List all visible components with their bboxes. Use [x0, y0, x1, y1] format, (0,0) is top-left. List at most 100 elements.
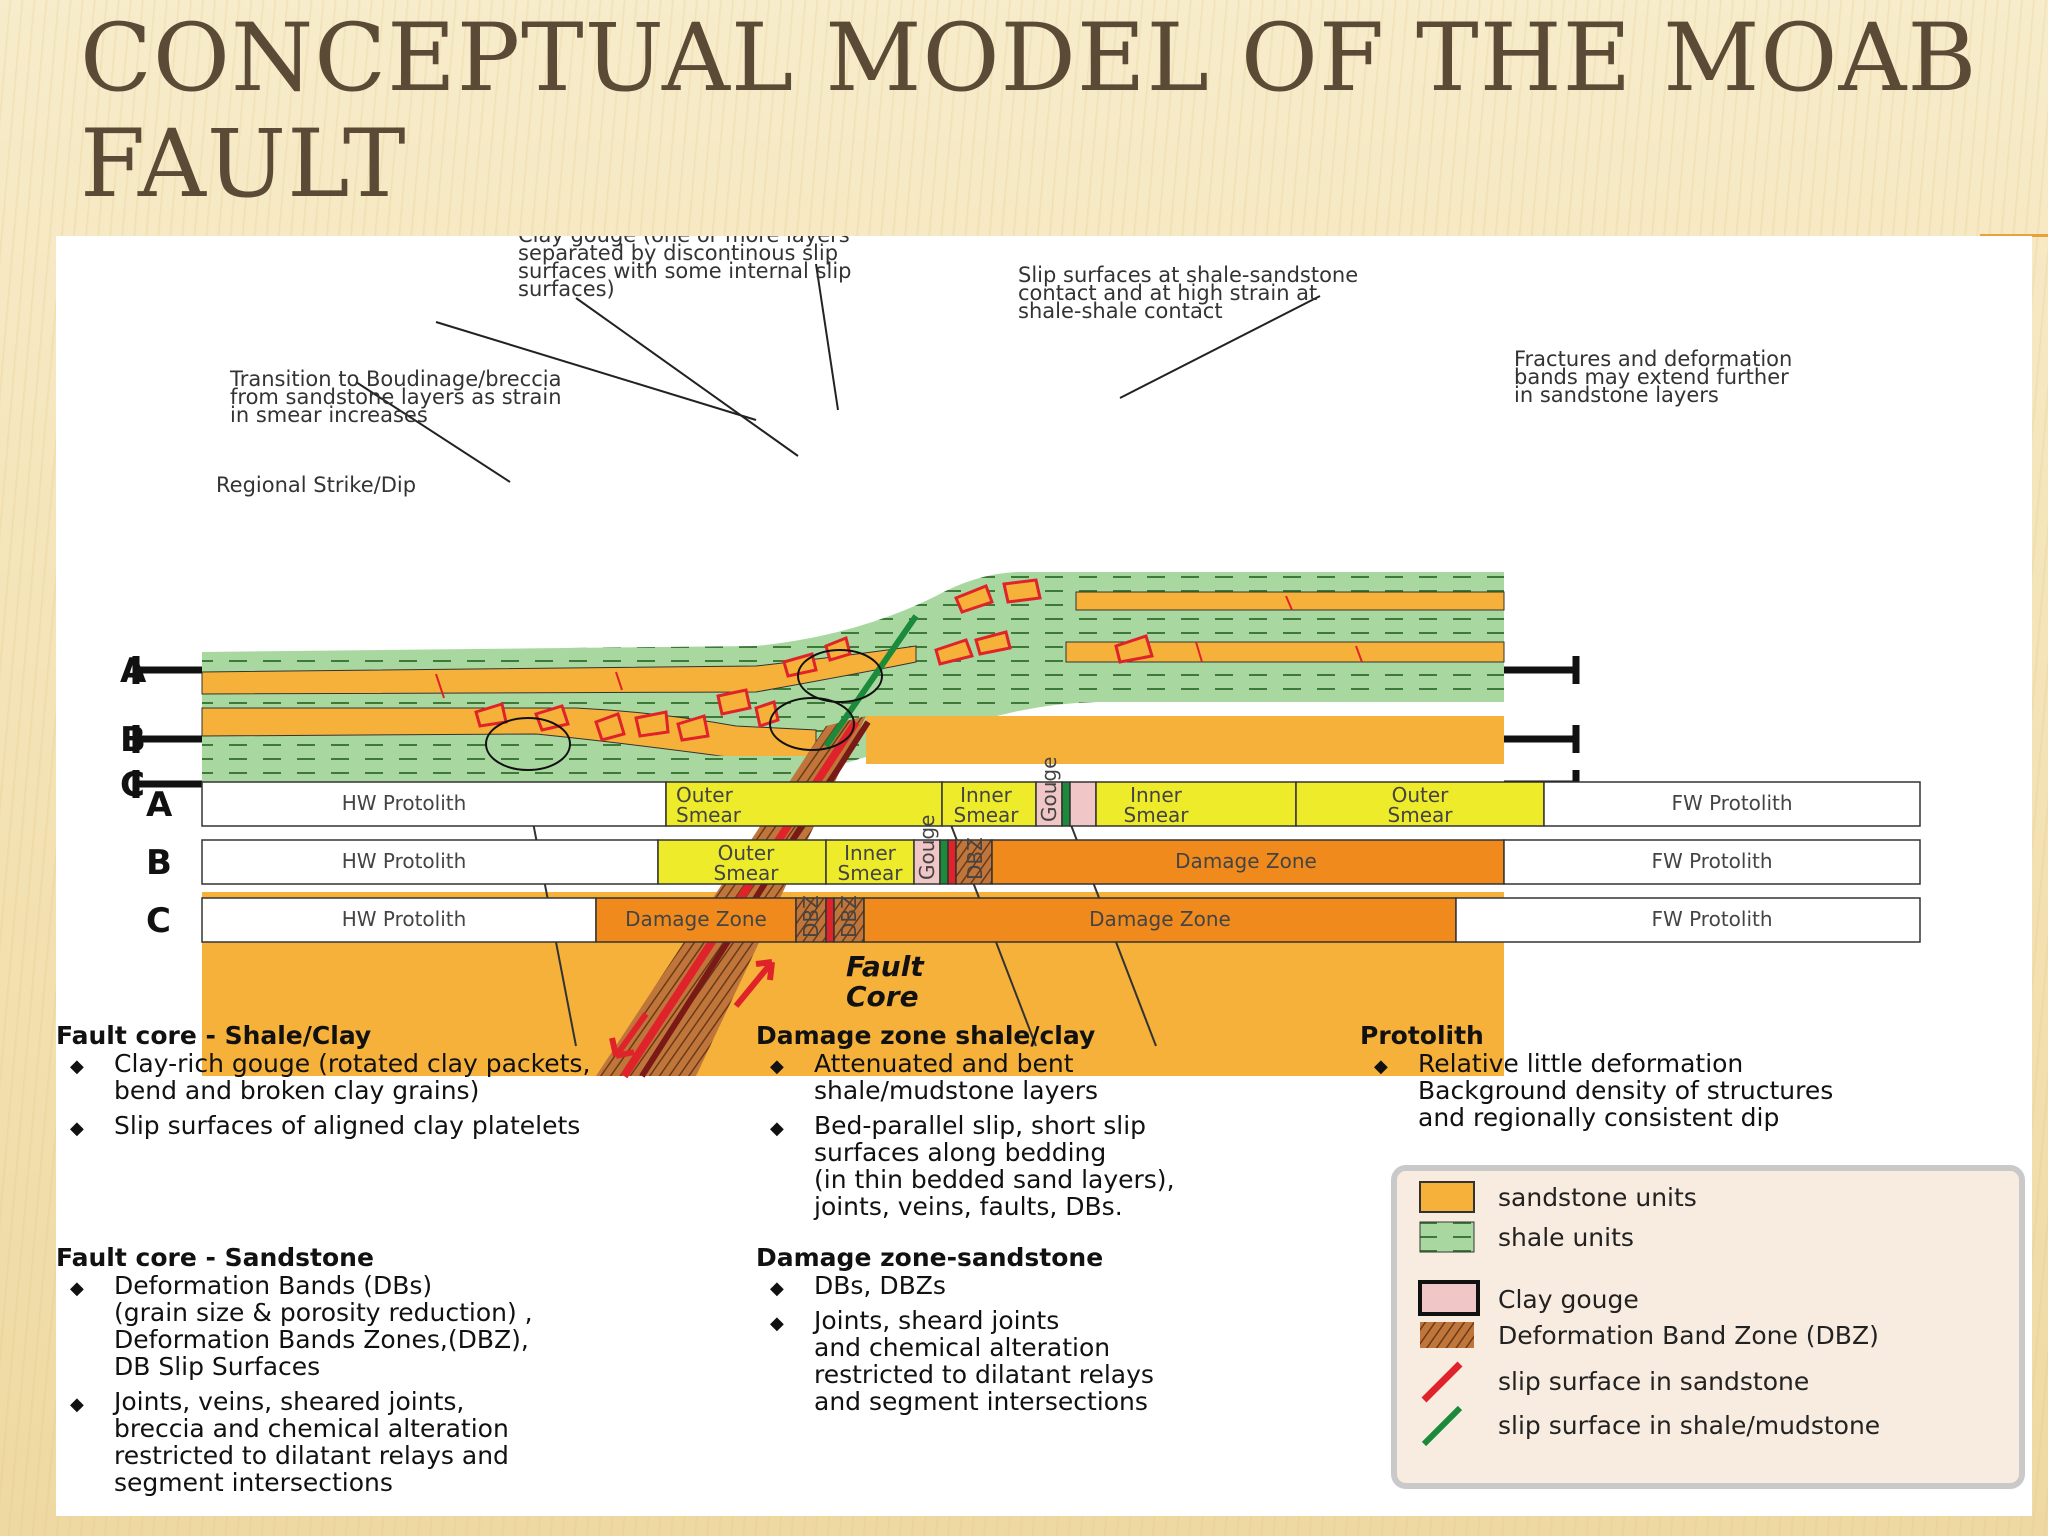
accent-line	[1980, 234, 2048, 237]
ann-slip-line-2: contact and at high strain at	[1018, 281, 1317, 305]
section-fault-core-sandstone: Fault core - Sandstone◆Deformation Bands…	[56, 1243, 533, 1497]
section-protolith-bullet-line: Background density of structures	[1418, 1076, 1833, 1105]
ann-frac-line-2: bands may extend further	[1514, 365, 1789, 389]
legend-swatch-dbz	[1420, 1322, 1474, 1348]
legend-swatch-shale	[1419, 1221, 1475, 1253]
bar-row-label-a: A	[146, 785, 173, 825]
bar-a-outer-1	[665, 781, 943, 827]
annotation-regional: Regional Strike/Dip	[216, 473, 416, 497]
circle-clay-gouge	[769, 697, 855, 751]
bullet-icon: ◆	[70, 1118, 84, 1139]
bar-a-fw	[1543, 781, 1921, 827]
slip-arrow-down	[609, 1012, 649, 1059]
legend-swatch-slip-shale	[1421, 1405, 1463, 1447]
leader-lines	[355, 263, 1321, 483]
bullet-icon: ◆	[770, 1313, 784, 1334]
bar-b-slip	[939, 839, 949, 885]
bar-a-outer1-l1: Outer	[676, 783, 734, 807]
section-fault-core-sandstone-bullet-line: Deformation Bands (DBs)	[114, 1271, 432, 1300]
row-label-b: B	[120, 720, 146, 760]
slip-arrow-up	[733, 959, 775, 1008]
annotation-fractures: Fractures and deformation bands may exte…	[1514, 347, 1792, 407]
bar-c-fw	[1455, 897, 1921, 943]
annotation-clay-gouge: Clay gouge (one or more layers separated…	[518, 236, 852, 301]
ann-trans-line-3: in smear increases	[230, 403, 428, 427]
bar-b-fw-label: FW Protolith	[1651, 849, 1772, 873]
section-fault-core-shale-bullet-line: Clay-rich gouge (rotated clay packets,	[114, 1049, 590, 1078]
bar-c-dbz1-label: DBZ	[799, 895, 823, 938]
ann-trans-line-2: from sandstone layers as strain	[230, 385, 562, 409]
ann-clay-line-3: surfaces with some internal slip	[518, 259, 852, 283]
section-fault-core-shale: Fault core - Shale/Clay◆Clay-rich gouge …	[56, 1021, 590, 1140]
bar-b-outer	[657, 839, 827, 885]
bar-a-outer-2	[1295, 781, 1545, 827]
bullet-icon: ◆	[770, 1278, 784, 1299]
bullet-icon: ◆	[770, 1056, 784, 1077]
legend-label: slip surface in shale/mudstone	[1498, 1411, 1880, 1440]
bar-c-fw-label: FW Protolith	[1651, 907, 1772, 931]
annotation-transition: Transition to Boudinage/breccia from san…	[229, 367, 562, 427]
section-fault-core-sandstone-bullet-line: breccia and chemical alteration	[114, 1414, 509, 1443]
bar-a-inner1-l1: Inner	[960, 783, 1013, 807]
shale-layer-b	[202, 746, 816, 786]
section-damage-zone-sandstone-bullet-line: DBs, DBZs	[814, 1271, 946, 1300]
slip-surface-shale	[823, 614, 919, 748]
bullet-icon: ◆	[70, 1056, 84, 1077]
section-protolith-bullet-line: and regionally consistent dip	[1418, 1103, 1779, 1132]
breccia-blocks	[474, 578, 1154, 742]
row-label-a: A	[120, 651, 147, 691]
bar-b-damage-label: Damage Zone	[1175, 849, 1317, 873]
legend-label: sandstone units	[1498, 1183, 1697, 1212]
bullet-icon: ◆	[770, 1118, 784, 1139]
annotation-slip-surfaces: Slip surfaces at shale-sandstone contact…	[1018, 263, 1358, 323]
sandstone-layer-upper-right	[1075, 591, 1505, 611]
bar-a-inner-1	[941, 781, 1037, 827]
section-damage-zone-sandstone-heading: Damage zone-sandstone	[756, 1243, 1103, 1272]
section-damage-zone-sandstone-bullet-line: and chemical alteration	[814, 1333, 1110, 1362]
fault-diagram: A B C Clay gouge (one or more layers sep…	[56, 236, 2025, 1497]
bar-c-damage2-label: Damage Zone	[1089, 907, 1231, 931]
section-fault-core-sandstone-bullet-line: restricted to dilatant relays and	[114, 1441, 509, 1470]
bar-a-gouge-1	[1035, 781, 1063, 827]
bar-row-label-b: B	[146, 843, 172, 883]
ann-trans-line-1: Transition to Boudinage/breccia	[229, 367, 561, 391]
legend-swatch-gouge	[1418, 1280, 1480, 1316]
section-damage-zone-shale: Damage zone shale/clay ◆ Attenuated and be…	[756, 1021, 1175, 1221]
section-damage-zone-sandstone-bullet-line: restricted to dilatant relays	[814, 1360, 1154, 1389]
footwall-sandstone	[866, 716, 1504, 764]
bar-b-fw	[1503, 839, 1921, 885]
ann-slip-line-1: Slip surfaces at shale-sandstone	[1018, 263, 1358, 287]
bullet-icon: ◆	[1374, 1056, 1388, 1077]
section-fault-core-sandstone-bullet-line: (grain size & porosity reduction) ,	[114, 1298, 533, 1327]
bar-c-slip	[825, 897, 835, 943]
section-damage-zone-shale-bullet-line: Attenuated and bent	[814, 1049, 1074, 1078]
section-fault-core-sandstone-bullet-line: Joints, veins, sheared joints,	[112, 1387, 464, 1416]
ann-frac-line-1: Fractures and deformation	[1514, 347, 1792, 371]
bar-b-inner-l1: Inner	[844, 841, 897, 865]
section-fault-core-sandstone-bullet-line: DB Slip Surfaces	[114, 1352, 320, 1381]
bar-b-dbz-label: DBZ	[963, 837, 987, 880]
section-protolith-bullet-line: Relative little deformation	[1418, 1049, 1743, 1078]
section-fault-core-sandstone-bullet-line: segment intersections	[114, 1468, 393, 1497]
fault-core-line-2: Core	[846, 980, 919, 1013]
legend-swatch-sandstone	[1419, 1181, 1475, 1213]
bar-a-inner2-l1: Inner	[1130, 783, 1183, 807]
section-fault-core-shale-bullet-line: Slip surfaces of aligned clay platelets	[114, 1111, 580, 1140]
section-damage-zone-shale-heading: Damage zone shale/clay	[756, 1021, 1095, 1050]
section-fault-core-shale-bullet-line: bend and broken clay grains)	[114, 1076, 479, 1105]
ann-clay-line-4: surfaces)	[518, 277, 615, 301]
ann-clay-line-2: separated by discontinous slip	[518, 241, 838, 265]
section-protolith: Protolith ◆ Relative little deformationBac…	[1360, 1021, 1833, 1132]
bar-b-gouge	[913, 839, 941, 885]
bar-b-hw-label: HW Protolith	[342, 849, 467, 873]
bar-c-damage1-label: Damage Zone	[625, 907, 767, 931]
section-protolith-heading: Protolith	[1360, 1021, 1484, 1050]
bar-a-outer2-l1: Outer	[1392, 783, 1450, 807]
bar-a-hw-label: HW Protolith	[342, 791, 467, 815]
section-damage-zone-shale-bullet-line: Bed-parallel slip, short slip	[814, 1111, 1146, 1140]
bullet-icon: ◆	[70, 1278, 84, 1299]
bar-c-dbz-1	[795, 897, 827, 943]
